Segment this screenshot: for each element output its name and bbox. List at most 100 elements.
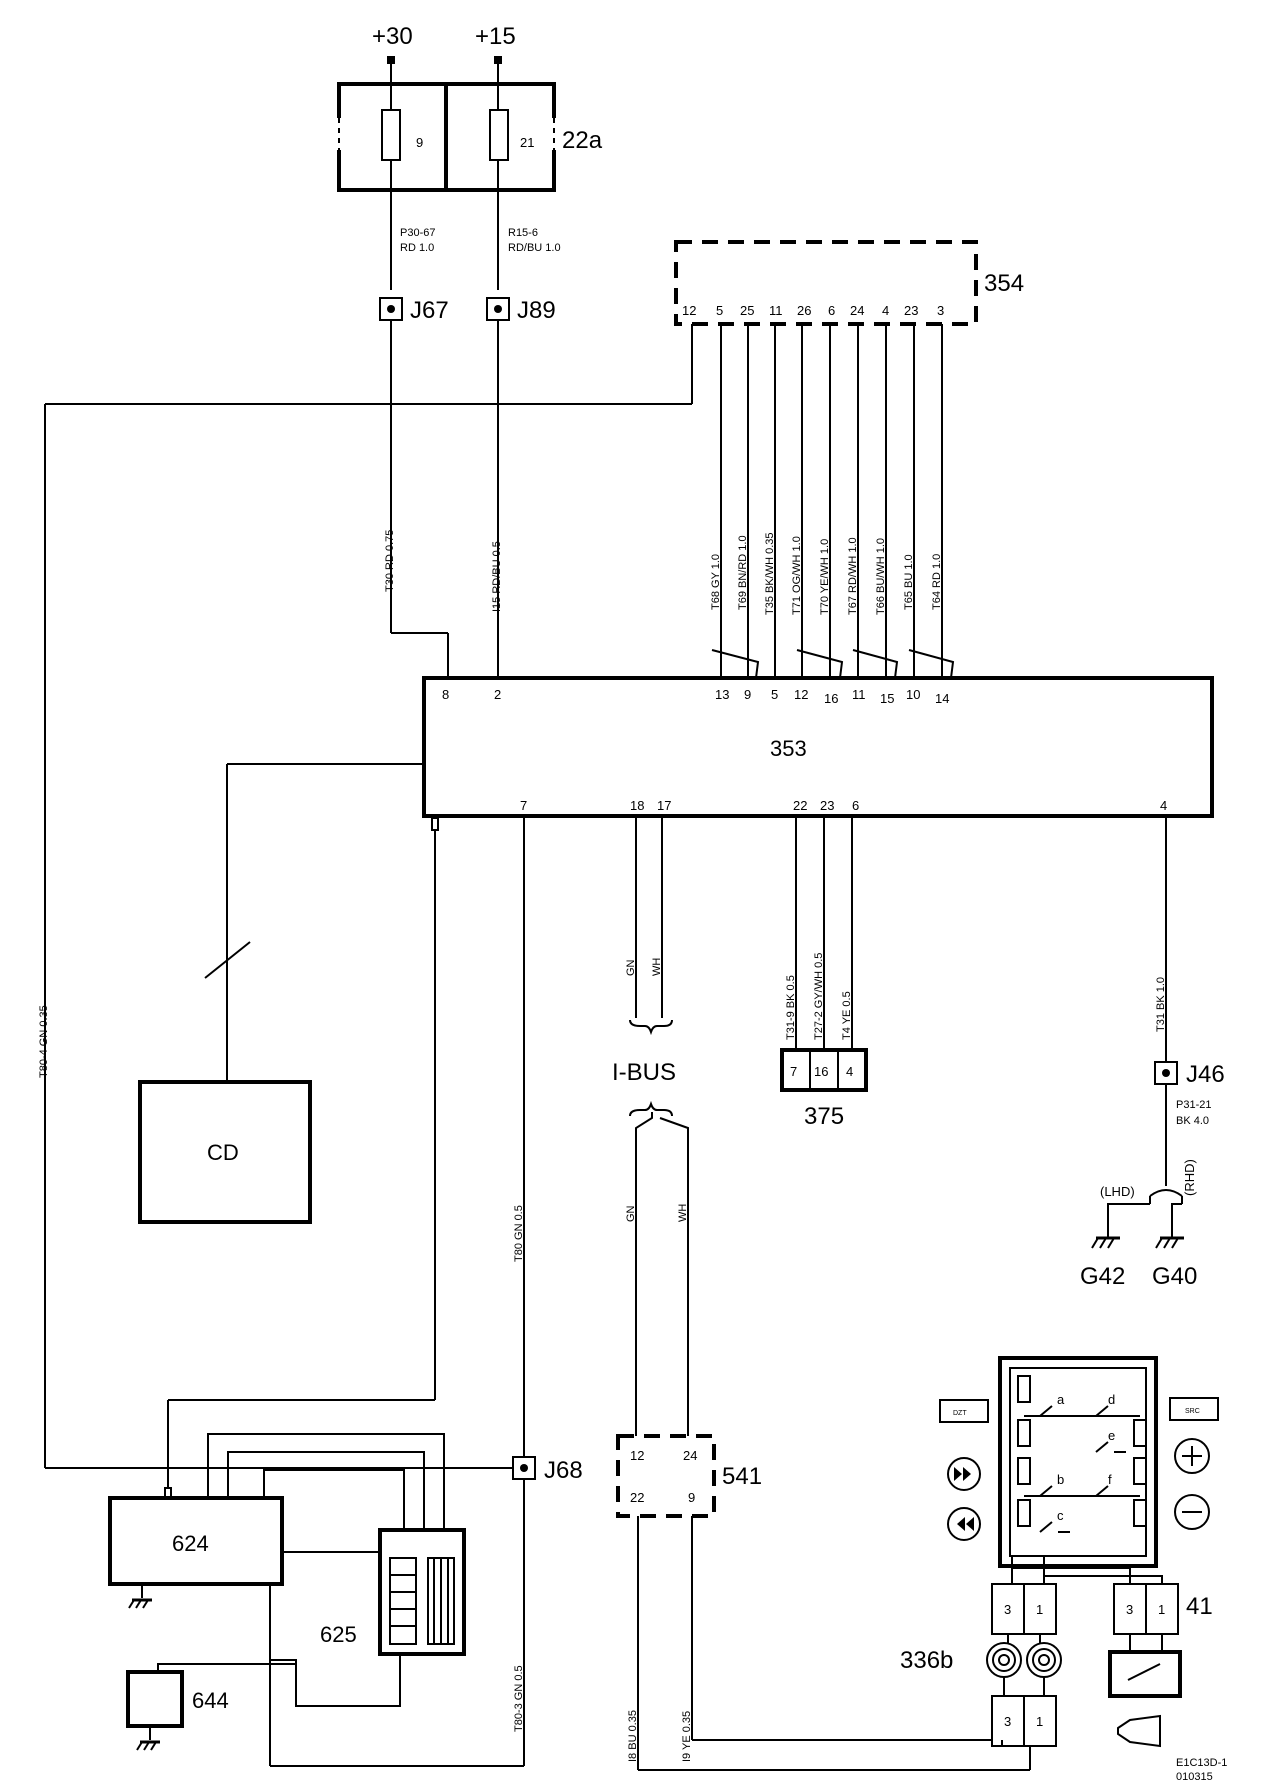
junction-j89: J89 (486, 297, 556, 324)
clock-spring-coil-left-icon (986, 1642, 1022, 1678)
steering-switch-panel: a b c d e f (998, 1356, 1158, 1568)
fuse-21 (489, 109, 509, 161)
unit-354-pin-5: 5 (716, 303, 723, 318)
ground-624-icon (128, 1584, 152, 1609)
clock-spring-coil-right-icon (1026, 1642, 1062, 1678)
unit-625: 625 (320, 1528, 466, 1656)
dzt-button-label: DZT (953, 1410, 967, 1417)
connector-41-id: 41 (1186, 1593, 1213, 1620)
ground-644-icon (136, 1726, 160, 1751)
volume-minus-icon (1174, 1494, 1210, 1530)
unit-354-pin-26: 26 (797, 303, 811, 318)
connector-375-pin-4: 4 (846, 1064, 853, 1079)
wire-t68-label: T68 GY 1.0 (710, 554, 722, 610)
supply-plus15-label: +15 (475, 23, 516, 50)
unit-354-pin-12: 12 (682, 303, 696, 318)
diagram-date: 010315 (1176, 1771, 1213, 1783)
connector-375-id: 375 (804, 1103, 844, 1130)
connector-375-pin-7: 7 (790, 1064, 797, 1079)
ground-lhd-label: (LHD) (1100, 1184, 1135, 1199)
junction-j67-label: J67 (410, 297, 449, 324)
unit-644-id: 644 (192, 1688, 229, 1713)
fast-forward-icon (947, 1457, 981, 1491)
switch-contact-d: d (1108, 1392, 1115, 1407)
wire-t30-label: T30 RD 0.75 (384, 530, 396, 592)
src-button-label: SRC (1185, 1408, 1200, 1415)
connector-41: 3 1 41 (1113, 1583, 1213, 1635)
connector-41-pin-3: 3 (1126, 1602, 1133, 1617)
unit-624: 624 (108, 1496, 284, 1609)
fusebox-id: 22a (562, 127, 603, 154)
wire-r15-6-code: R15-6 (508, 227, 538, 239)
unit-353-pin-13: 13 (715, 687, 729, 702)
wire-t31-label: T31 BK 1.0 (1155, 977, 1167, 1032)
wire-t80-label: T80 GN 0.5 (513, 1205, 525, 1262)
switch-contact-b: b (1057, 1472, 1064, 1487)
ibus-wh-top-label: WH (651, 958, 663, 976)
fuse-9 (381, 109, 401, 161)
ground-g40-label: G40 (1152, 1263, 1197, 1290)
junction-j67: J67 (379, 297, 449, 324)
horn-icon (1117, 1714, 1161, 1748)
wire-p30-67-code: P30-67 (400, 227, 435, 239)
dzt-button: DZT (939, 1399, 989, 1423)
wire-i15-label: I15 RD/BU 0.5 (491, 541, 503, 612)
unit-353-pin-23: 23 (820, 798, 834, 813)
connector-336b-lower: 3 1 (991, 1695, 1057, 1747)
ibus-gn-bottom-label: GN (625, 1205, 637, 1222)
unit-353-pin-16: 16 (824, 691, 838, 706)
unit-353-pin-9: 9 (744, 687, 751, 702)
wire-t71-label: T71 OG/WH 1.0 (791, 536, 803, 615)
connector-541-id: 541 (722, 1463, 762, 1490)
wire-t35-label: T35 BK/WH 0.35 (764, 532, 776, 615)
volume-plus-icon (1174, 1438, 1210, 1474)
unit-353-pin-17: 17 (657, 798, 671, 813)
unit-353: 353 8 2 13 9 5 12 16 11 15 10 14 7 18 17… (422, 676, 1214, 818)
ibus-gn-top-label: GN (625, 959, 637, 976)
connector-336b-upper-pin-1: 1 (1036, 1602, 1043, 1617)
unit-353-pin-2: 2 (494, 687, 501, 702)
unit-353-id: 353 (770, 736, 807, 761)
wire-t64-label: T64 RD 1.0 (931, 554, 943, 610)
shield-slash (204, 941, 251, 979)
cd-unit-label: CD (207, 1140, 239, 1165)
unit-353-pin-5: 5 (771, 687, 778, 702)
ibus-brace-top (629, 1019, 673, 1036)
connector-541-pin-24: 24 (683, 1448, 697, 1463)
wire-r15-6-spec: RD/BU 1.0 (508, 242, 561, 254)
ground-wire-spec: BK 4.0 (1176, 1115, 1209, 1127)
junction-j46: J46 (1154, 1061, 1225, 1088)
unit-353-pin-8: 8 (442, 687, 449, 702)
junction-j46-label: J46 (1186, 1061, 1225, 1088)
junction-j89-label: J89 (517, 297, 556, 324)
unit-354-pin-11: 11 (769, 303, 783, 318)
unit-354-pin-3: 3 (937, 303, 944, 318)
connector-336b-lower-pin-3: 3 (1004, 1714, 1011, 1729)
connector-336b-upper-pin-3: 3 (1004, 1602, 1011, 1617)
wire-t31-9-label: T31-9 BK 0.5 (785, 975, 797, 1040)
wire-t4-label: T4 YE 0.5 (841, 991, 853, 1040)
unit-353-pin-10: 10 (906, 687, 920, 702)
connector-541-pin-9: 9 (688, 1490, 695, 1505)
fuse-21-label: 21 (520, 135, 534, 150)
connector-375-pin-16: 16 (814, 1064, 828, 1079)
fusebox-22a: 9 21 22a (336, 82, 603, 192)
switch-contact-c: c (1057, 1508, 1064, 1523)
unit-624-id: 624 (172, 1531, 209, 1556)
wire-t65-label: T65 BU 1.0 (903, 554, 915, 610)
wire-t70-label: T70 YE/WH 1.0 (819, 539, 831, 615)
junction-j68-label: J68 (544, 1457, 583, 1484)
unit-353-pin-4: 4 (1160, 798, 1167, 813)
connector-375: 7 16 4 375 (780, 1048, 868, 1130)
ground-wire-code: P31-21 (1176, 1099, 1211, 1111)
ground-rhd-label: (RHD) (1182, 1159, 1197, 1196)
wire-p30-67-spec: RD 1.0 (400, 242, 434, 254)
ground-g42-icon (1091, 1236, 1120, 1249)
unit-353-pin-18: 18 (630, 798, 644, 813)
connector-336b-upper: 3 1 (991, 1583, 1057, 1635)
diagram-reference: E1C13D-1 (1176, 1757, 1227, 1769)
switch-contact-a: a (1057, 1392, 1065, 1407)
wire-t80-4-label: T80-4 GN 0.35 (38, 1005, 50, 1078)
terminal-plus15 (494, 56, 502, 64)
